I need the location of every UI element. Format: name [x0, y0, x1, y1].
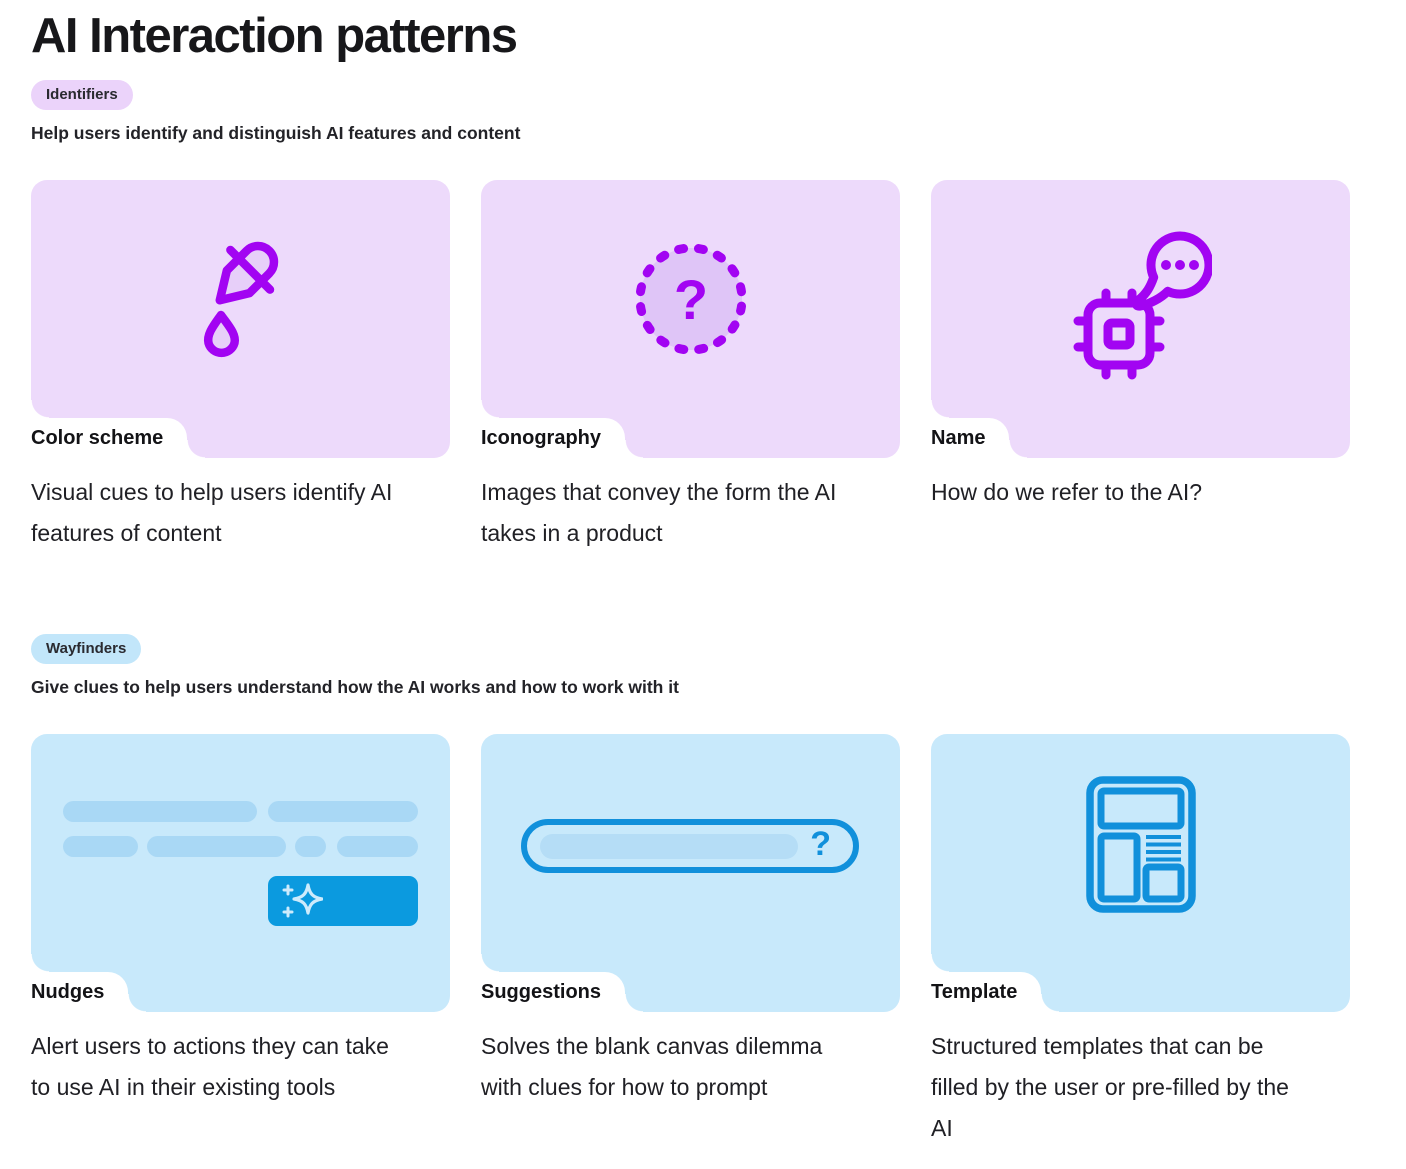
notch-corner — [1041, 994, 1060, 1012]
card-suggestions[interactable]: ? Suggestions — [481, 734, 900, 1012]
wayfinders-subtitle: Give clues to help users understand how … — [31, 677, 679, 697]
question-circle-icon: ? — [635, 243, 746, 355]
identifiers-badge: Identifiers — [31, 80, 133, 110]
notch-corner — [31, 954, 49, 972]
notch-corner — [31, 400, 49, 418]
card-art: ? — [481, 180, 900, 418]
card-description: Solves the blank canvas dilemma with clu… — [481, 1033, 823, 1100]
sparkles-icon — [282, 883, 323, 918]
prompt-placeholder-bar — [540, 833, 798, 859]
wayfinders-card-grid: Nudges ? Suggestions — [31, 734, 1350, 1149]
svg-text:?: ? — [673, 268, 707, 331]
card-label-notch: Suggestions — [481, 954, 644, 1012]
card-color-scheme[interactable]: Color scheme — [31, 180, 450, 458]
card-label-notch: Name — [931, 400, 1028, 458]
card-description: Visual cues to help users identify AI fe… — [31, 479, 393, 546]
card-template[interactable]: Template — [931, 734, 1350, 1012]
notch-corner — [625, 440, 644, 458]
notch-corner — [481, 400, 499, 418]
card-iconography[interactable]: ? Iconography — [481, 180, 900, 458]
notch-corner — [1009, 440, 1028, 458]
card-description: How do we refer to the AI? — [931, 479, 1203, 505]
page-title: AI Interaction patterns — [31, 9, 518, 63]
notch-corner — [931, 954, 949, 972]
question-mark-glyph: ? — [810, 825, 831, 863]
card-label: Template — [931, 981, 1018, 1003]
card-description: Alert users to actions they can take to … — [31, 1033, 389, 1100]
skeleton-bar — [147, 836, 286, 857]
card-art — [31, 180, 450, 418]
card-label: Suggestions — [481, 981, 602, 1003]
chip-chat-icon — [1073, 231, 1212, 380]
notch-corner — [931, 400, 949, 418]
card-label: Iconography — [481, 427, 602, 449]
card-description: Structured templates that can be filled … — [931, 1033, 1289, 1141]
card-name[interactable]: Name — [931, 180, 1350, 458]
card-nudges[interactable]: Nudges — [31, 734, 450, 1012]
eyedropper-icon — [203, 241, 278, 358]
skeleton-bar — [268, 801, 418, 822]
template-layout-icon — [1085, 775, 1196, 913]
identifiers-subtitle: Help users identify and distinguish AI f… — [31, 123, 521, 143]
card-label-notch: Color scheme — [31, 400, 206, 458]
card-label: Nudges — [31, 981, 105, 1003]
card-label-notch: Template — [931, 954, 1060, 1012]
notch-corner — [187, 440, 206, 458]
card-label: Color scheme — [31, 427, 164, 449]
wayfinders-badge: Wayfinders — [31, 634, 142, 664]
skeleton-bar — [63, 801, 257, 822]
card-label: Name — [931, 427, 986, 449]
card-description: Images that convey the form the AI takes… — [481, 479, 837, 546]
prompt-input-icon: ? — [521, 819, 859, 873]
ai-action-button-illustration — [268, 876, 418, 926]
card-art — [931, 180, 1350, 418]
notch-corner — [128, 994, 147, 1012]
notch-corner — [481, 954, 499, 972]
section-wayfinders: Wayfinders Give clues to help users unde… — [31, 618, 1350, 1149]
skeleton-bar — [337, 836, 418, 857]
card-label-notch: Nudges — [31, 954, 147, 1012]
card-art — [931, 734, 1350, 972]
identifiers-card-grid: Color scheme ? Iconography — [31, 180, 1350, 554]
skeleton-dot — [295, 836, 326, 857]
notch-corner — [625, 994, 644, 1012]
section-identifiers: Identifiers Help users identify and dist… — [31, 64, 1350, 554]
skeleton-bar — [63, 836, 138, 857]
card-label-notch: Iconography — [481, 400, 644, 458]
